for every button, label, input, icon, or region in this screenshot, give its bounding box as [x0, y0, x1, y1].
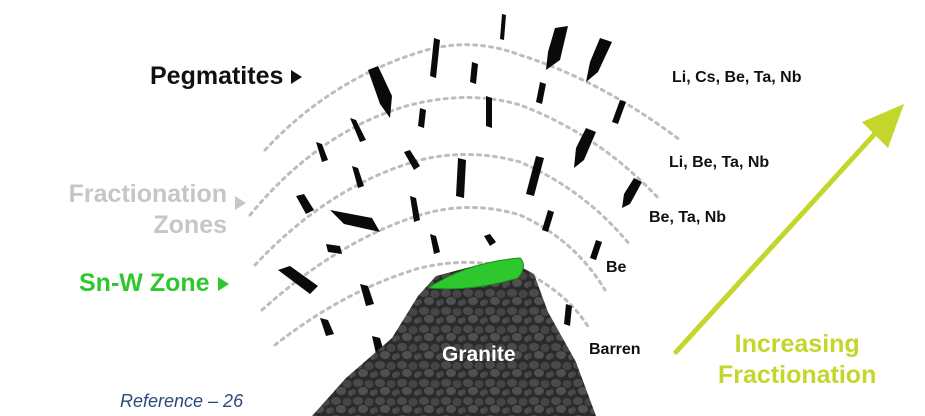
zone-label: Li, Be, Ta, Nb	[669, 155, 769, 171]
pegmatite-pod	[526, 156, 544, 196]
increasing-line1: Increasing	[718, 329, 876, 360]
pegmatite-pod	[418, 108, 426, 128]
fractionation-zones-line2: Zones	[25, 210, 227, 241]
zone-label: Barren	[589, 342, 641, 358]
pegmatite-pod	[326, 244, 342, 254]
triangle-right-icon	[235, 196, 246, 210]
pegmatite-pod	[330, 210, 380, 232]
granite-label: Granite	[442, 344, 516, 365]
pegmatite-pod	[296, 194, 314, 214]
pegmatite-pod	[586, 38, 612, 82]
increasing-fractionation-label: Increasing Fractionation	[718, 329, 876, 392]
sn-w-zone-label: Sn-W Zone	[79, 271, 229, 296]
pegmatite-pod	[612, 100, 626, 124]
zone-label: Be	[606, 260, 626, 276]
pegmatite-pod	[542, 210, 554, 232]
pegmatite-pod	[536, 82, 546, 104]
zone-label: Li, Cs, Be, Ta, Nb	[672, 70, 802, 86]
pegmatite-pod	[352, 166, 364, 188]
pegmatite-pod	[574, 128, 596, 168]
pegmatite-pod	[590, 240, 602, 260]
pegmatites-label-text: Pegmatites	[150, 62, 283, 90]
pegmatite-pod	[320, 318, 334, 336]
pegmatite-pod	[546, 26, 568, 70]
pegmatites-label: Pegmatites	[150, 64, 302, 89]
pegmatite-pod	[500, 14, 506, 40]
pegmatite-pod	[484, 234, 496, 246]
sn-w-zone-label-text: Sn-W Zone	[79, 269, 210, 297]
increasing-line2: Fractionation	[718, 360, 876, 391]
pegmatite-pod	[430, 234, 440, 254]
pegmatite-pod	[470, 62, 478, 84]
pegmatite-pod	[564, 304, 572, 326]
pegmatite-pod	[486, 96, 492, 128]
fractionation-zones-line1: Fractionation	[25, 179, 227, 210]
reference-caption: Reference – 26	[120, 392, 243, 410]
pegmatite-pod	[456, 158, 466, 198]
triangle-right-icon	[218, 277, 229, 291]
fractionation-zones-label: Fractionation Zones	[25, 179, 227, 242]
pegmatite-pod	[622, 178, 642, 208]
pegmatite-pod	[430, 38, 440, 78]
pegmatite-pod	[368, 66, 392, 118]
zone-label: Be, Ta, Nb	[649, 210, 726, 226]
arrow-up-right-icon	[676, 104, 904, 352]
triangle-right-icon	[291, 70, 302, 84]
